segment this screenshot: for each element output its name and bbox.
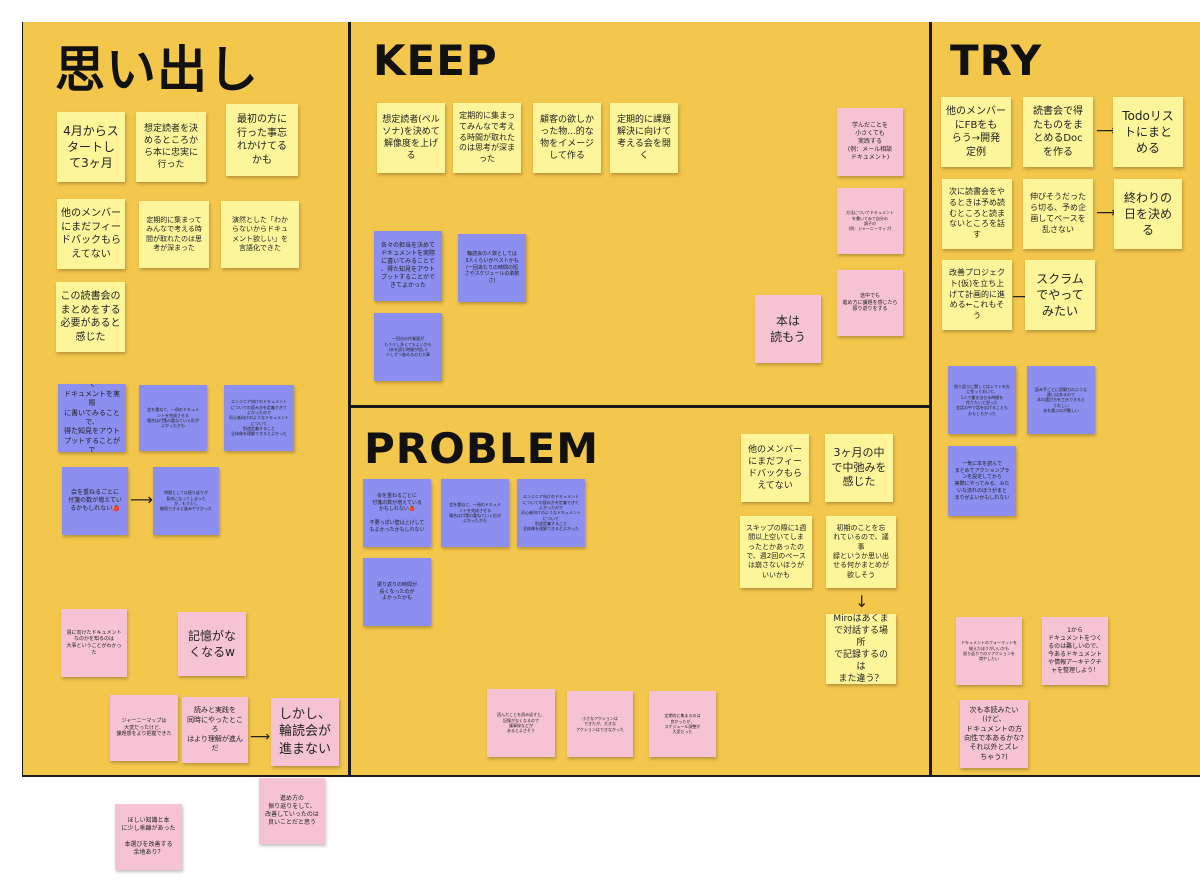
arrow-down-icon: ↓ [855,592,869,611]
sticky-note[interactable]: 定期的に集まるのは 良かったが、 スケジュール調整が 大変だった [649,691,716,757]
sticky-note[interactable]: 輪読会の人数としては 3人くらいがベストかも (一回あたりの時間の短 さやスケジ… [458,234,526,302]
divider-left [348,22,351,776]
arrow-right-icon: ⟶ [1096,123,1117,139]
sticky-note[interactable]: 終わりの 日を決め る [1114,179,1182,249]
sticky-note[interactable]: 3ヶ月の中 で中弛みを 感じた [825,434,893,502]
sticky-note[interactable]: 一気に本を読んで まとめてアクションプラ ンを設定してから 実際にやってみる、み… [948,446,1016,516]
sticky-note[interactable]: 顧客の欲しか った物...的な 物をイメージ して作る [533,103,601,173]
sticky-note[interactable]: 小さなアクションは できたが、大きな アクションはできなかった [567,691,633,757]
divider-bottom [22,775,1200,777]
sticky-note[interactable]: エンジニア向けのドキュメント についての読み方を定義できて よかったので 初心者… [224,385,294,451]
sticky-note[interactable]: 各々の担当を決めて ドキュメントを実際 に書いてみることで、 得た知見をアウト … [58,384,126,452]
sticky-note[interactable]: 改善プロジェク ト(仮)を立ち上 げて計画的に進 める←これもそ う [942,260,1012,330]
sticky-note[interactable]: 振り返りの時間が 長くなったのが よかったかも [363,558,431,626]
sticky-note[interactable]: 定期的に課題 解決に向けて 考える会を開 く [610,103,678,173]
sticky-note[interactable]: 想定読者(ペル ソナ)を決めて 解像度を上げ る [377,103,445,173]
sticky-note[interactable]: 定期的に集まって みんなで考える時 間が取れたのは思 考が深まった [139,201,209,268]
section-title-omoidashi: 思い出し [55,41,259,99]
divider-middle [348,405,932,408]
sticky-note[interactable]: この読書会の まとめをする 必要があると 感じた [56,282,125,352]
sticky-note[interactable]: 他のメンバー にまだフィー ドバックもら えてない [57,199,125,269]
sticky-note[interactable]: 一回分の作業量が もう少し多くてもよいかも (本を読む時間が短い) 少しずつ進め… [374,313,442,381]
sticky-note[interactable]: 最初の方に 行った事忘 れかけてる かも [226,104,298,176]
sticky-note[interactable]: 方法についてドキュメント を書いてみて自分の 調子の (例：ジャーニーマップ) [837,188,903,254]
sticky-note[interactable]: 読みと実践を 同時にやったところ はより理解が進んだ [182,697,248,763]
sticky-note[interactable]: 週に向けたドキュメント なのかを知るのは 大事ということがわかった [61,609,127,677]
arrow-right-icon: ⟶ [130,490,153,509]
sticky-note[interactable]: 想定読者を決 めるところか ら本に忠実に 行った [136,112,206,182]
sticky-note[interactable]: スキップの際に1週 間以上空いてしま ったとかあったの で、週2回のペース は崩… [740,516,812,588]
sticky-note[interactable]: 会を重ねるごとに 付箋の数が増えている かもしれない🍎 不要っぽい壁は上げして … [363,479,431,547]
section-title-problem: PROBLEM [364,424,600,473]
sticky-note[interactable]: ほしい知識と本 に少し乖離があった 本選びを改善する 余地あり？ [115,804,182,870]
sticky-note[interactable]: 進め方の 振り返りをして、 改善していったのは 良いことだと思う [259,778,325,844]
divider-right [929,22,932,776]
sticky-note[interactable]: 会を重ねるごとに 付箋の数が増えてい るかもしれない🍎 [62,467,128,535]
sticky-note[interactable]: 初期のことを忘 れているので、議事 録というか思い出 せる何かまとめが 欲しそう [826,516,896,588]
sticky-note[interactable]: 学んだことを 小さくても 実践する (例：メール相談 ドキュメント) [837,108,903,176]
sticky-note[interactable]: しかし、 輪読会が 進まない [271,698,339,766]
arrow-right-icon: ⟶ [250,729,271,745]
section-title-keep: KEEP [373,36,498,85]
section-title-try: TRY [950,36,1043,85]
sticky-note[interactable]: 次も本読みたい (けど、 ドキュメントの方 向性で本あるかな? それ以外とズレ … [960,700,1028,768]
sticky-note[interactable]: 他のメンバー にまだフィー ドバックもら えてない [741,434,809,502]
sticky-note[interactable]: 振り返りに関してはシフトを先 に作っておいて、 1人で書き出せる時間を 作りたい… [948,366,1016,434]
sticky-note[interactable]: ジャーニーマップは 大変だったけど、 課題感をより把握できた [110,695,178,761]
sticky-note[interactable]: 4月からス タートし て3ヶ月 [57,112,125,182]
sticky-note[interactable]: 伸びそうだった ら切る、予め企 画してペースを 乱さない [1023,179,1093,249]
sticky-note[interactable]: 次に読書会をや るときは予め読 むところと読ま ないところを話 す [942,179,1012,249]
sticky-note[interactable]: Miroはあくま で対話する場所 で記録するのは また違う？ [826,614,896,684]
sticky-note[interactable]: ドキュメントのフォーマットを 揃えたほうがいいかも 振り返りでのリアクションを … [956,617,1022,685]
arrow-right-icon: ⟶ [1096,205,1117,221]
sticky-note[interactable]: 本は 読もう [755,295,821,363]
sticky-note[interactable]: Todoリス トにまと める [1113,97,1183,167]
sticky-note[interactable]: エンジニア向けのドキュメント についての読み方を定義できて よかったので 初心者… [517,479,585,547]
sticky-note[interactable]: 他のメンバー にFBをも らう→開発 定例 [941,97,1011,167]
sticky-note[interactable]: 時間としては振り返りが 長めになってしまった が、もう少し 継続できると進みやす… [153,467,219,535]
sticky-note[interactable]: 定期的に集まっ てみんなで考え る時間が取れた のは思考が深ま った [453,103,521,173]
sticky-note[interactable]: 1から ドキュメントをつく るのは難しいので、 今あるドキュメント や情報アーキ… [1042,617,1108,685]
board-left-edge [22,22,23,776]
sticky-note[interactable]: 会を重ねて、一冊のドキュメ ントを完成させる 場合は付箋の重ねていく形が よかっ… [441,479,509,547]
sticky-note[interactable]: 読書会で得 たものをま とめるDoc を作る [1023,97,1093,167]
sticky-note[interactable]: 途中でも 進め方に課題を感じたら 振り返りをする [837,270,903,336]
sticky-note[interactable]: 読んだことを読み返すと、 記憶がなくなるので 議事録などが あるとよさそう [487,689,555,757]
sticky-note[interactable]: 会を重ねて、一冊のドキュメ ントを完成させる 場合は付箋の重ねていく形が よかっ… [139,385,207,451]
sticky-note[interactable]: 演然とした「わか らないからドキュ メント欲しい」を 言語化できた [221,201,299,268]
sticky-note[interactable]: 読み手ごとに読解力のような 違いはあるので 本の選び方を工夫できると うれしい … [1027,366,1095,434]
sticky-note[interactable]: スクラム でやって みたい [1025,260,1095,330]
sticky-note[interactable]: 各々の担当を決めて ドキュメントを実際 に書いてみることで 、得た知見をアウト … [374,231,442,301]
sticky-note[interactable]: 記憶がな くなるw [178,612,246,676]
